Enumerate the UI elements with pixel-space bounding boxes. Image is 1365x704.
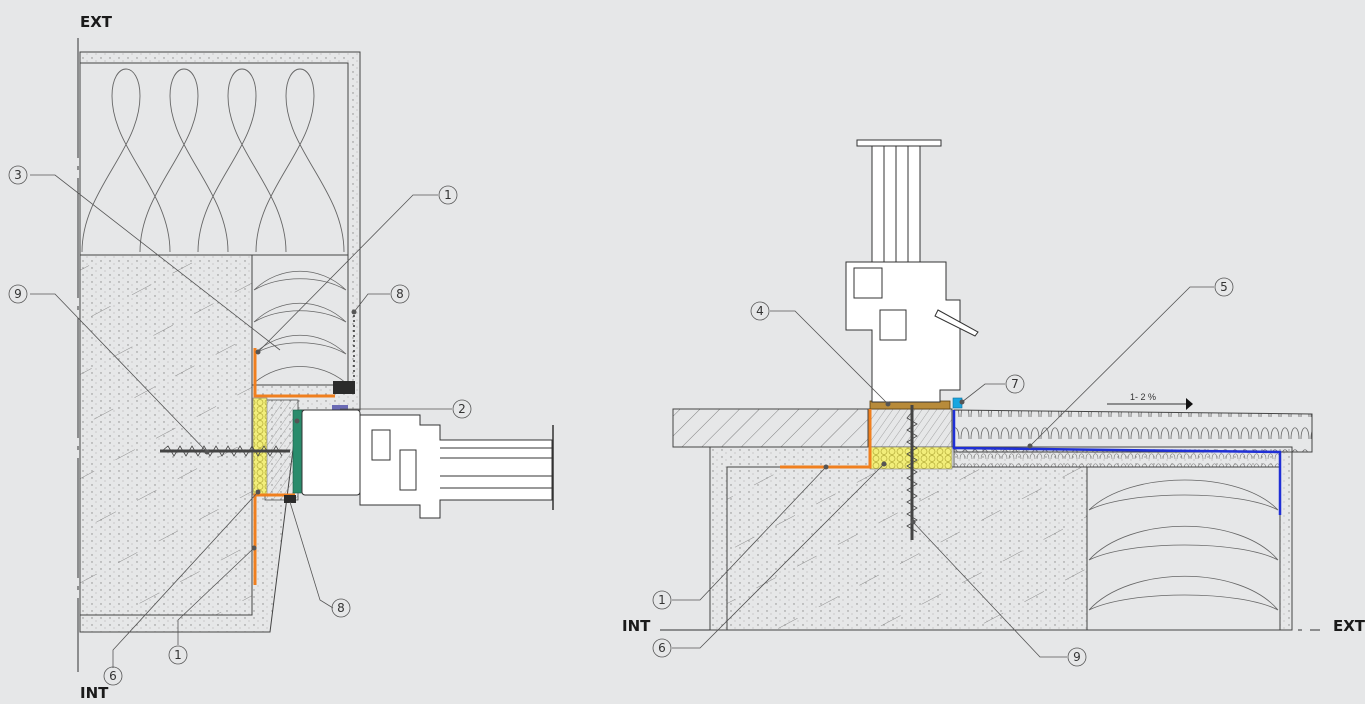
right-membrane [780,409,872,469]
left-seal-block-bottom [284,495,296,503]
left-window-frame [301,409,553,519]
svg-text:8: 8 [337,601,345,615]
svg-text:3: 3 [14,168,22,182]
left-small-insulation [251,254,349,386]
svg-text:7: 7 [1011,377,1019,391]
callout-right-9: 9 [1067,647,1087,667]
left-leader-dots [204,309,357,551]
svg-text:5: 5 [1220,280,1228,294]
right-leaders [672,286,1214,658]
left-label-int: INT [80,684,109,702]
svg-text:6: 6 [658,641,666,655]
callout-left-1-top: 1 [438,185,458,205]
callout-right-4: 4 [750,301,770,321]
right-detail: INT EXT [622,139,1365,667]
left-membrane-top [253,348,335,398]
right-screw [906,405,918,540]
left-mineral-wool-loops [81,68,345,253]
svg-text:8: 8 [396,287,404,301]
right-window-frame [845,139,979,403]
right-sill-slab [672,408,869,448]
right-slope-text: 1- 2 % [1130,392,1156,402]
right-sill-insulation [953,409,1313,453]
left-seal-block-top [333,381,355,394]
left-screw [160,445,290,457]
right-mineral-wool [1086,466,1281,631]
left-leaders [30,174,452,668]
callout-left-6: 6 [103,666,123,686]
callout-right-5: 5 [1214,277,1234,297]
svg-text:9: 9 [14,287,22,301]
callout-left-8-bottom: 8 [331,598,351,618]
svg-text:6: 6 [109,669,117,683]
right-label-int: INT [622,617,651,635]
left-detail: EXT INT [8,13,554,702]
left-seal-block-small [332,405,348,411]
right-mineral-wool-loops [1088,479,1279,611]
svg-text:9: 9 [1073,650,1081,664]
callout-left-1-bottom: 1 [168,645,188,665]
right-label-ext: EXT [1333,617,1365,635]
left-pu-foam [252,397,268,496]
svg-text:4: 4 [756,304,764,318]
callout-left-3: 3 [8,165,28,185]
callout-right-7: 7 [1005,374,1025,394]
right-slope-arrowhead [1186,398,1193,410]
callout-left-2: 2 [452,399,472,419]
right-waterproofing [952,410,1282,515]
left-label-ext: EXT [80,13,113,31]
left-mineral-wool [79,62,349,256]
callout-right-1: 1 [652,590,672,610]
right-sill-insulation-small [953,451,1281,468]
callout-left-9: 9 [8,284,28,304]
svg-text:1: 1 [174,648,182,662]
left-small-insulation-loops [253,271,347,384]
svg-text:1: 1 [444,188,452,202]
right-leader-dots [823,399,1033,525]
right-concrete-lower [726,466,1088,631]
svg-text:2: 2 [458,402,466,416]
left-concrete-wall [79,254,253,616]
svg-text:1: 1 [658,593,666,607]
callout-left-8-top: 8 [390,284,410,304]
callout-right-6: 6 [652,638,672,658]
